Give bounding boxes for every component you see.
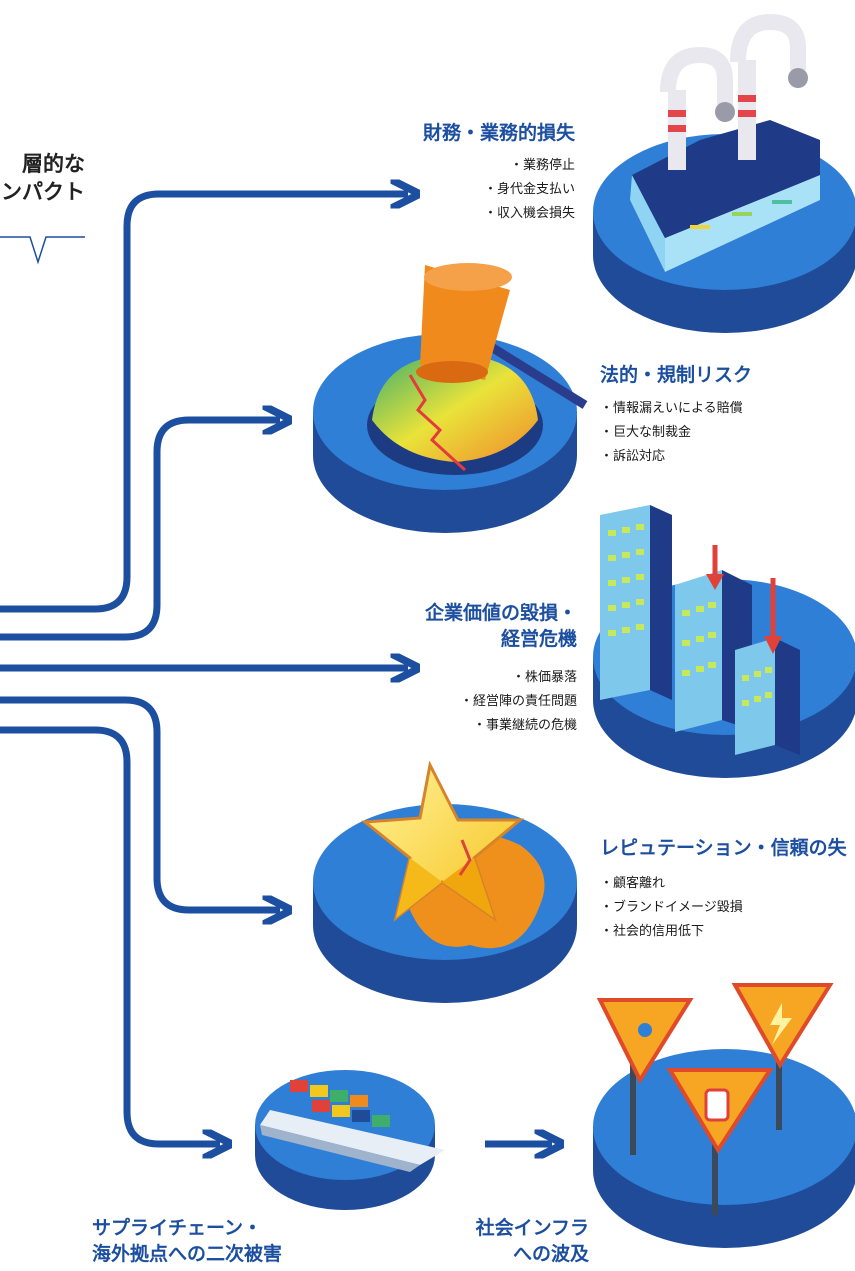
- impact-title-financial: 財務・業務的損失: [422, 122, 575, 144]
- impact-title-supply-chain: サプライチェーン・ 海外拠点への二次被害: [92, 1217, 283, 1265]
- cargo-ship-illustration: [255, 1070, 445, 1210]
- callout-line-2: ンパクト: [1, 180, 85, 204]
- factory-illustration: [593, 13, 855, 333]
- buildings-illustration: [593, 505, 855, 778]
- callout-line-1: 層的な: [22, 152, 85, 176]
- bullet-item: 経営陣の責任問題: [460, 690, 577, 714]
- bullet-item: 訴訟対応: [600, 445, 743, 469]
- gavel-illustration: [313, 263, 588, 533]
- bullet-item: 情報漏えいによる賠償: [600, 397, 743, 421]
- bullet-item: 事業継続の危機: [460, 714, 577, 738]
- impact-bullets-legal: 情報漏えいによる賠償 巨大な制裁金 訴訟対応: [600, 397, 743, 469]
- impact-title-reputation: レピュテーション・信頼の失: [600, 837, 847, 859]
- bullet-item: 株価暴落: [460, 666, 577, 690]
- callout-bubble-outline: [0, 236, 85, 265]
- bullet-item: 顧客離れ: [600, 872, 743, 896]
- broken-star-illustration: [313, 760, 577, 1003]
- impact-bullets-corporate: 株価暴落 経営陣の責任問題 事業継続の危機: [460, 666, 577, 738]
- bullet-item: 収入機会損失: [484, 202, 575, 226]
- arrow-to-reputation: [0, 696, 280, 910]
- impact-title-corporate: 企業価値の毀損・ 経営危機: [424, 602, 577, 650]
- bullet-item: 巨大な制裁金: [600, 421, 743, 445]
- bullet-item: ブランドイメージ毀損: [600, 896, 743, 920]
- arrow-to-legal: [0, 420, 280, 641]
- bullet-item: 社会的信用低下: [600, 920, 743, 944]
- bullet-item: 業務停止: [484, 154, 575, 178]
- bullet-item: 身代金支払い: [484, 178, 575, 202]
- impact-title-legal: 法的・規制リスク: [600, 364, 753, 386]
- connector-lines: [0, 194, 552, 1144]
- impact-bullets-financial: 業務停止 身代金支払い 収入機会損失: [484, 154, 575, 226]
- callout-text-block: 層的な ンパクト: [0, 150, 85, 206]
- arrow-to-supply-chain: [0, 726, 220, 1144]
- impact-bullets-reputation: 顧客離れ ブランドイメージ毀損 社会的信用低下: [600, 872, 743, 944]
- impact-title-infrastructure: 社会インフラ への波及: [475, 1217, 589, 1265]
- arrow-to-financial: [0, 194, 408, 613]
- warning-signs-illustration: [593, 983, 855, 1248]
